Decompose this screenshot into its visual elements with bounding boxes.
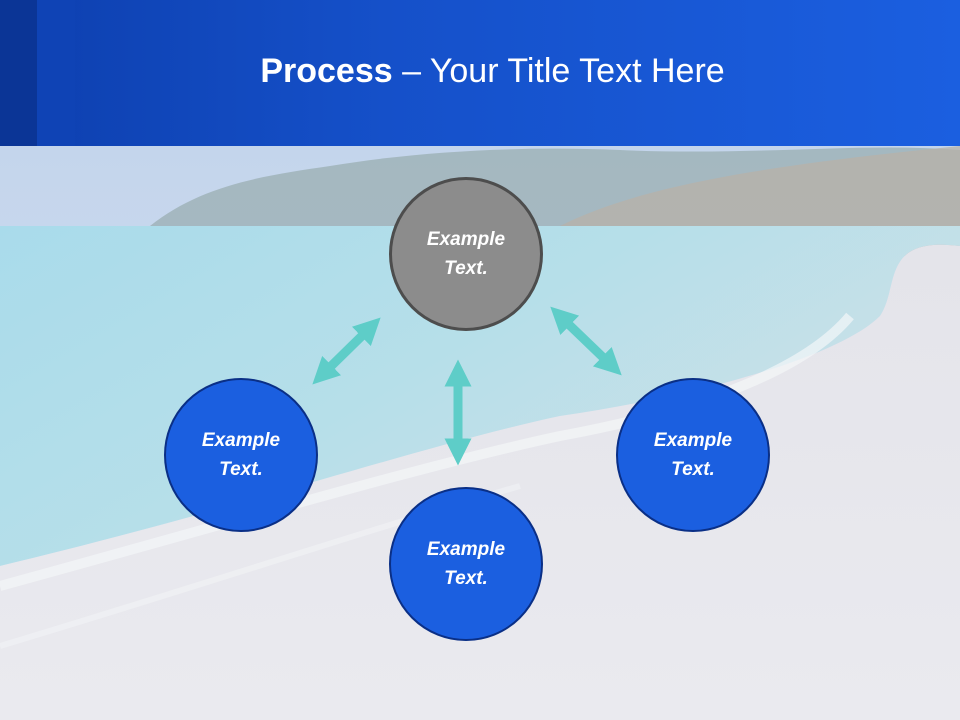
circle-text-line: Text. — [671, 459, 715, 480]
double-arrow-left — [312, 317, 381, 385]
title-bold: Process — [260, 52, 393, 90]
circle-text-line: Example — [653, 430, 733, 451]
double-arrow-right — [550, 306, 622, 376]
header-accent-bar — [0, 0, 37, 146]
header-band: Process – Your Title Text Here — [0, 0, 960, 146]
circle-text-line: Example — [426, 539, 506, 560]
circle-text-line: Example — [201, 430, 281, 451]
circle-text-line: Text. — [219, 459, 263, 480]
circle-text-line: Example — [426, 229, 506, 250]
circle-text-line: Text. — [444, 258, 488, 279]
header-accent-bar — [37, 0, 75, 146]
slide-title: Process – Your Title Text Here — [75, 52, 910, 91]
circle-text-line: Text. — [444, 568, 488, 589]
title-rest: – Your Title Text Here — [392, 52, 725, 90]
